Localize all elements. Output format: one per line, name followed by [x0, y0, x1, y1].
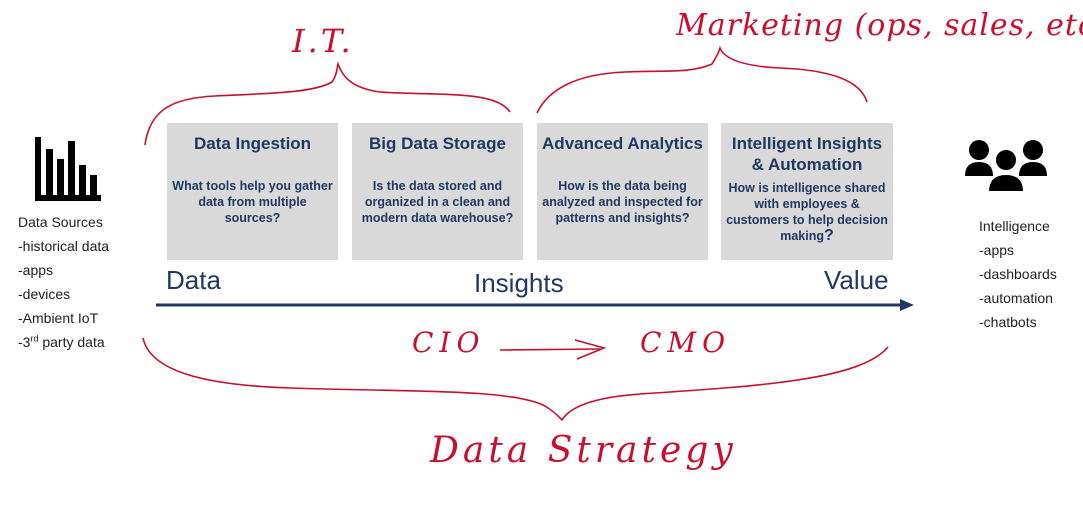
intelligence-list: Intelligence -apps -dashboards -automati…: [979, 214, 1057, 334]
data-source-item: -Ambient IoT: [18, 310, 99, 326]
data-source-item: -3rd party data: [18, 330, 109, 354]
annotation-marketing: Marketing (ops, sales, etc): [676, 8, 1083, 43]
intelligence-title: Intelligence: [979, 218, 1050, 234]
data-source-item: -historical data: [18, 238, 110, 254]
stage-advanced-analytics: Advanced Analytics How is the data being…: [537, 123, 708, 260]
stage-description: How is the data being analyzed and inspe…: [542, 179, 703, 225]
stage-description-text: How is intelligence shared with employee…: [726, 181, 888, 243]
annotation-data-strategy: Data Strategy: [430, 430, 737, 471]
stage-title: Advanced Analytics: [542, 134, 703, 153]
annotation-cmo: CMO: [640, 326, 732, 359]
people-group-icon: [965, 140, 1047, 193]
intelligence-item: -automation: [979, 290, 1053, 306]
third-party-suffix: party data: [38, 334, 105, 350]
intelligence-item: -dashboards: [979, 266, 1057, 282]
scale-label-value: Value: [824, 265, 889, 295]
value-arrow: [156, 299, 914, 311]
intelligence-item: -chatbots: [979, 314, 1037, 330]
stage-data-ingestion: Data Ingestion What tools help you gathe…: [167, 123, 338, 260]
bar-chart-icon: [35, 137, 101, 201]
stage-intelligent-insights: Intelligent Insights & Automation How is…: [721, 123, 893, 260]
stage-description: What tools help you gather data from mul…: [172, 179, 333, 225]
stage-description: Is the data stored and organized in a cl…: [361, 179, 514, 225]
intelligence-item: -apps: [979, 242, 1015, 258]
stage-title: Big Data Storage: [369, 134, 506, 153]
scale-label-data: Data: [166, 265, 221, 295]
data-sources-title: Data Sources: [18, 214, 103, 230]
third-party-sup: rd: [30, 333, 39, 344]
annotation-it: I.T.: [292, 22, 354, 60]
data-source-item: -apps: [18, 262, 54, 278]
third-party-prefix: -3: [18, 334, 31, 350]
annotation-cio: CIO: [412, 326, 486, 359]
stage-description-question-mark: ?: [823, 227, 834, 244]
scale-label-insights: Insights: [474, 268, 564, 298]
stage-title: Data Ingestion: [193, 134, 312, 153]
data-sources-list: Data Sources -historical data -apps -dev…: [18, 210, 109, 354]
stage-title: Intelligent Insights & Automation: [731, 134, 883, 174]
stage-big-data-storage: Big Data Storage Is the data stored and …: [352, 123, 523, 260]
data-source-item: -devices: [18, 286, 71, 302]
stage-description: How is intelligence shared with employee…: [725, 180, 889, 244]
